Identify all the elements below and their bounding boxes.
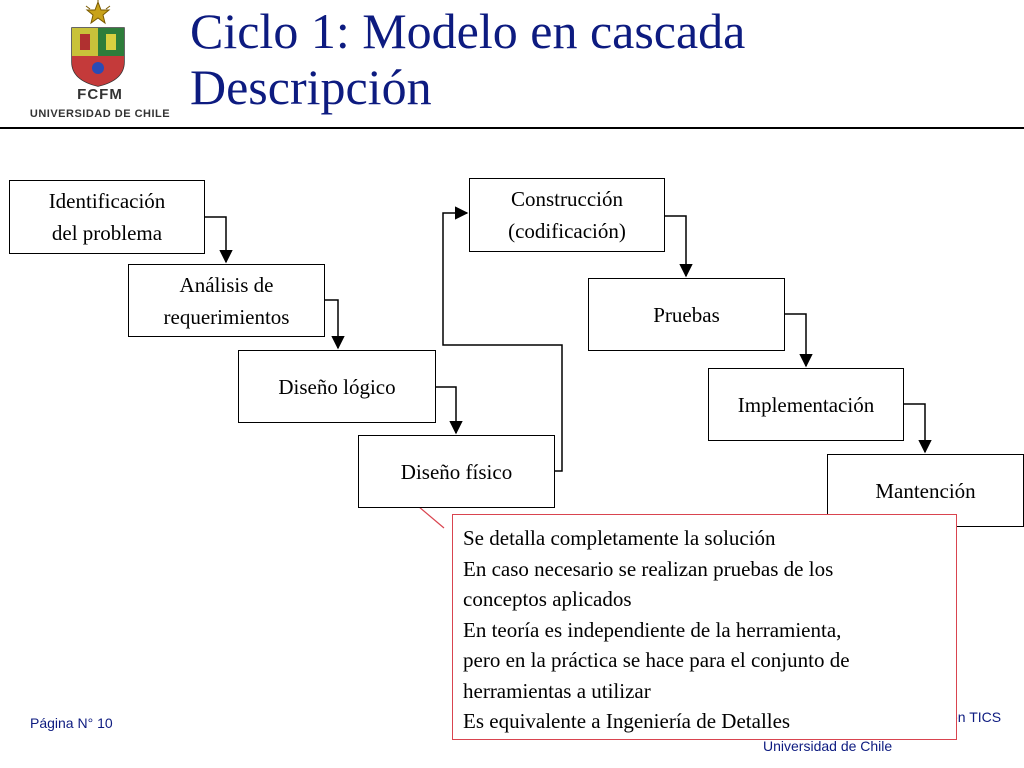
arrow-implementacion-to-mantencion (904, 403, 932, 454)
step-label: Diseño lógico (278, 374, 396, 399)
callout-line: En teoría es independiente de la herrami… (463, 617, 842, 642)
logo-faculty-text: FCFM (77, 86, 123, 103)
step-label: Pruebas (653, 302, 720, 327)
step-diseno-logico: Diseño lógico (238, 350, 436, 423)
page-number: Página N° 10 (30, 715, 113, 731)
university-logo: FCFM UNIVERSIDAD DE CHILE (10, 0, 185, 125)
step-analisis-requerimientos: Análisis de requerimientos (128, 264, 325, 337)
arrow-pruebas-to-implementacion (785, 313, 813, 368)
step-pruebas: Pruebas (588, 278, 785, 351)
step-label: Mantención (875, 478, 976, 503)
step-label-line1: Análisis de (179, 272, 274, 297)
logo-university-text: UNIVERSIDAD DE CHILE (29, 108, 171, 120)
step-label: Implementación (737, 392, 875, 417)
description-callout: Se detalla completamente la solución En … (452, 514, 957, 740)
arrow-diseno-logico-to-diseno-fisico (436, 386, 463, 435)
step-identificacion-problema: Identificación del problema (9, 180, 205, 254)
footer-university-text: Universidad de Chile (763, 738, 893, 754)
step-label-line1: Construcción (511, 187, 623, 211)
title-divider (0, 127, 1024, 129)
footer-course-text: en TICS (950, 709, 1002, 725)
step-construccion: Construcción (codificación) (469, 178, 665, 252)
arrow-analisis-to-diseno-logico (324, 299, 345, 350)
callout-line: Es equivalente a Ingeniería de Detalles (463, 709, 791, 733)
arrow-diseno-fisico-to-construccion (442, 206, 563, 472)
callout-line: Se detalla completamente la solución (463, 526, 776, 550)
callout-line: pero en la práctica se hace para el conj… (463, 648, 850, 672)
step-implementacion: Implementación (708, 368, 904, 441)
arrow-identificacion-to-analisis (205, 216, 233, 264)
callout-line: herramientas a utilizar (463, 678, 651, 703)
step-label-line2: requerimientos (163, 304, 290, 329)
university-crest-icon (71, 0, 125, 87)
step-label-line2: (codificación) (508, 219, 626, 243)
step-label: Diseño físico (400, 459, 513, 484)
step-label-line2: del problema (51, 221, 163, 245)
title-line-1: Ciclo 1: Modelo en cascada (190, 3, 746, 59)
title-line-2: Descripción (190, 59, 432, 115)
page-title: Ciclo 1: Modelo en cascada Descripción (190, 3, 745, 115)
callout-line: conceptos aplicados (463, 587, 632, 611)
step-label-line1: Identificación (48, 189, 166, 213)
callout-line: En caso necesario se realizan pruebas de… (463, 556, 834, 581)
arrow-construccion-to-pruebas (665, 215, 693, 278)
step-diseno-fisico: Diseño físico (358, 435, 555, 508)
